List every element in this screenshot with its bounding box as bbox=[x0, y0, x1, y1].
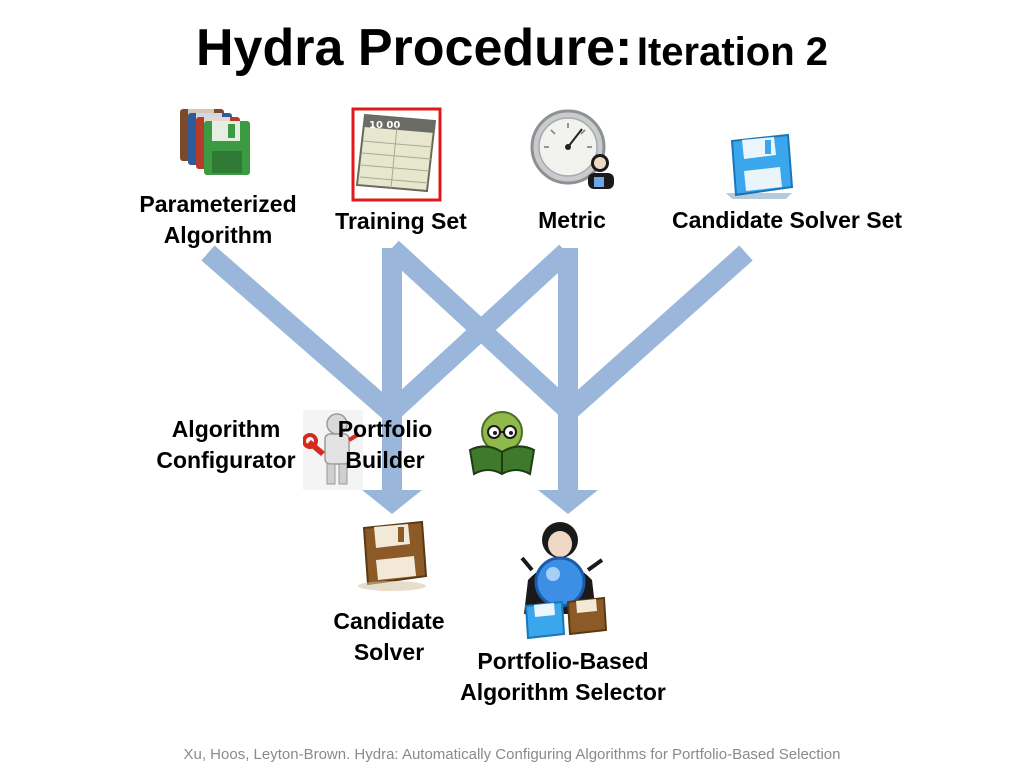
flow-line-solverset-to-builder bbox=[561, 245, 753, 420]
data-table-icon: 10 00 bbox=[351, 107, 442, 202]
label-candidate-solver: Candidate Solver bbox=[310, 606, 468, 668]
flow-arrowhead-to-candidate-solver bbox=[362, 490, 422, 514]
flow-arrowhead-to-portfolio-selector bbox=[538, 490, 598, 514]
gauge-icon bbox=[530, 109, 614, 189]
label-algorithm-configurator-line2: Configurator bbox=[156, 447, 296, 473]
label-candidate-solver-set-text: Candidate Solver Set bbox=[671, 207, 903, 233]
label-portfolio-builder: Portfolio Builder bbox=[318, 414, 452, 476]
title-main: Hydra Procedure: bbox=[196, 19, 633, 77]
label-portfolio-builder-line1: Portfolio bbox=[337, 416, 433, 442]
label-candidate-solver-set: Candidate Solver Set bbox=[648, 205, 926, 236]
robot-with-wrench-icon bbox=[303, 410, 363, 490]
label-metric-text: Metric bbox=[538, 207, 606, 233]
flow-line-algorithm-to-configurator bbox=[201, 245, 397, 420]
stacked-floppy-disks-icon bbox=[180, 109, 250, 175]
label-portfolio-selector: Portfolio-Based Algorithm Selector bbox=[432, 646, 694, 708]
footer-citation: Xu, Hoos, Leyton-Brown. Hydra: Automatic… bbox=[183, 746, 841, 763]
page-title: Hydra Procedure: Iteration 2 bbox=[0, 18, 1024, 78]
reading-bookworm-icon bbox=[468, 411, 536, 476]
brown-floppy-disk-icon bbox=[358, 520, 428, 591]
blue-floppy-disk-icon bbox=[726, 133, 794, 199]
label-algorithm-configurator: Algorithm Configurator bbox=[140, 414, 312, 476]
data-table-header-text: 10 00 bbox=[369, 120, 400, 131]
label-portfolio-selector-line2: Algorithm Selector bbox=[460, 679, 666, 705]
label-portfolio-builder-line2: Builder bbox=[345, 447, 425, 473]
label-training-set: Training Set bbox=[310, 206, 492, 237]
label-training-set-text: Training Set bbox=[335, 208, 467, 234]
fortune-teller-crystal-ball-icon bbox=[520, 522, 608, 640]
label-candidate-solver-line2: Solver bbox=[353, 639, 425, 665]
label-parameterized-algorithm: Parameterized Algorithm bbox=[120, 189, 316, 251]
title-subtitle: Iteration 2 bbox=[636, 30, 828, 74]
label-candidate-solver-line1: Candidate bbox=[333, 608, 445, 634]
label-parameterized-algorithm-line2: Algorithm bbox=[163, 222, 273, 248]
label-parameterized-algorithm-line1: Parameterized bbox=[139, 191, 297, 217]
label-algorithm-configurator-line1: Algorithm bbox=[171, 416, 281, 442]
label-portfolio-selector-line1: Portfolio-Based bbox=[477, 648, 649, 674]
flow-line-metric-to-configurator bbox=[385, 244, 573, 420]
label-metric: Metric bbox=[512, 205, 632, 236]
